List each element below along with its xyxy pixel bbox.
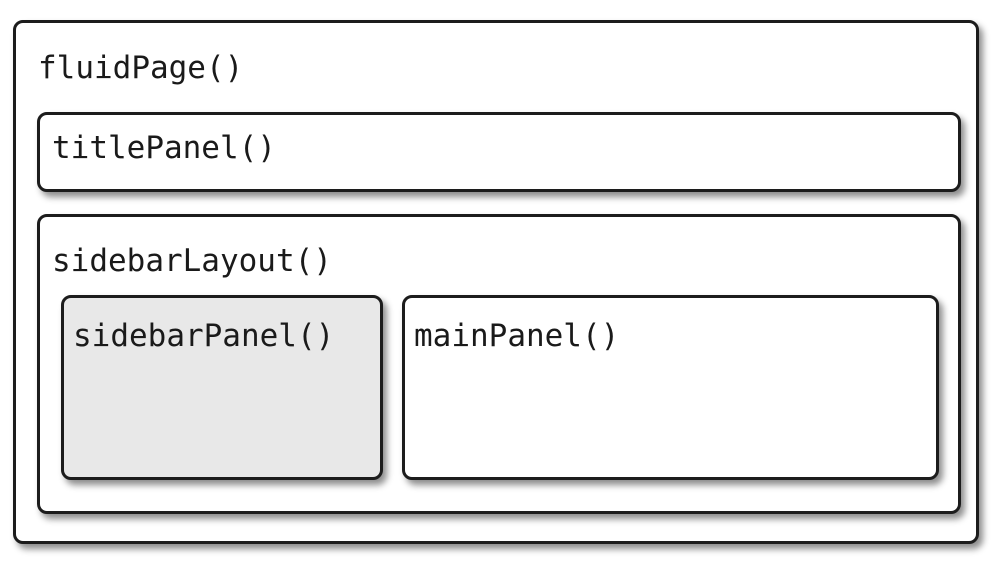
sidebar-layout-box: sidebarLayout() sidebarPanel() mainPanel… <box>37 214 961 514</box>
fluid-page-label: fluidPage() <box>38 50 244 86</box>
main-panel-label: mainPanel() <box>414 318 620 354</box>
sidebar-panel-label: sidebarPanel() <box>73 318 335 354</box>
sidebar-layout-label: sidebarLayout() <box>52 243 332 279</box>
main-panel-box: mainPanel() <box>402 295 939 480</box>
title-panel-label: titlePanel() <box>52 130 276 166</box>
fluid-page-box: fluidPage() titlePanel() sidebarLayout()… <box>13 20 979 544</box>
sidebar-panel-box: sidebarPanel() <box>61 295 383 480</box>
title-panel-box: titlePanel() <box>37 112 961 192</box>
